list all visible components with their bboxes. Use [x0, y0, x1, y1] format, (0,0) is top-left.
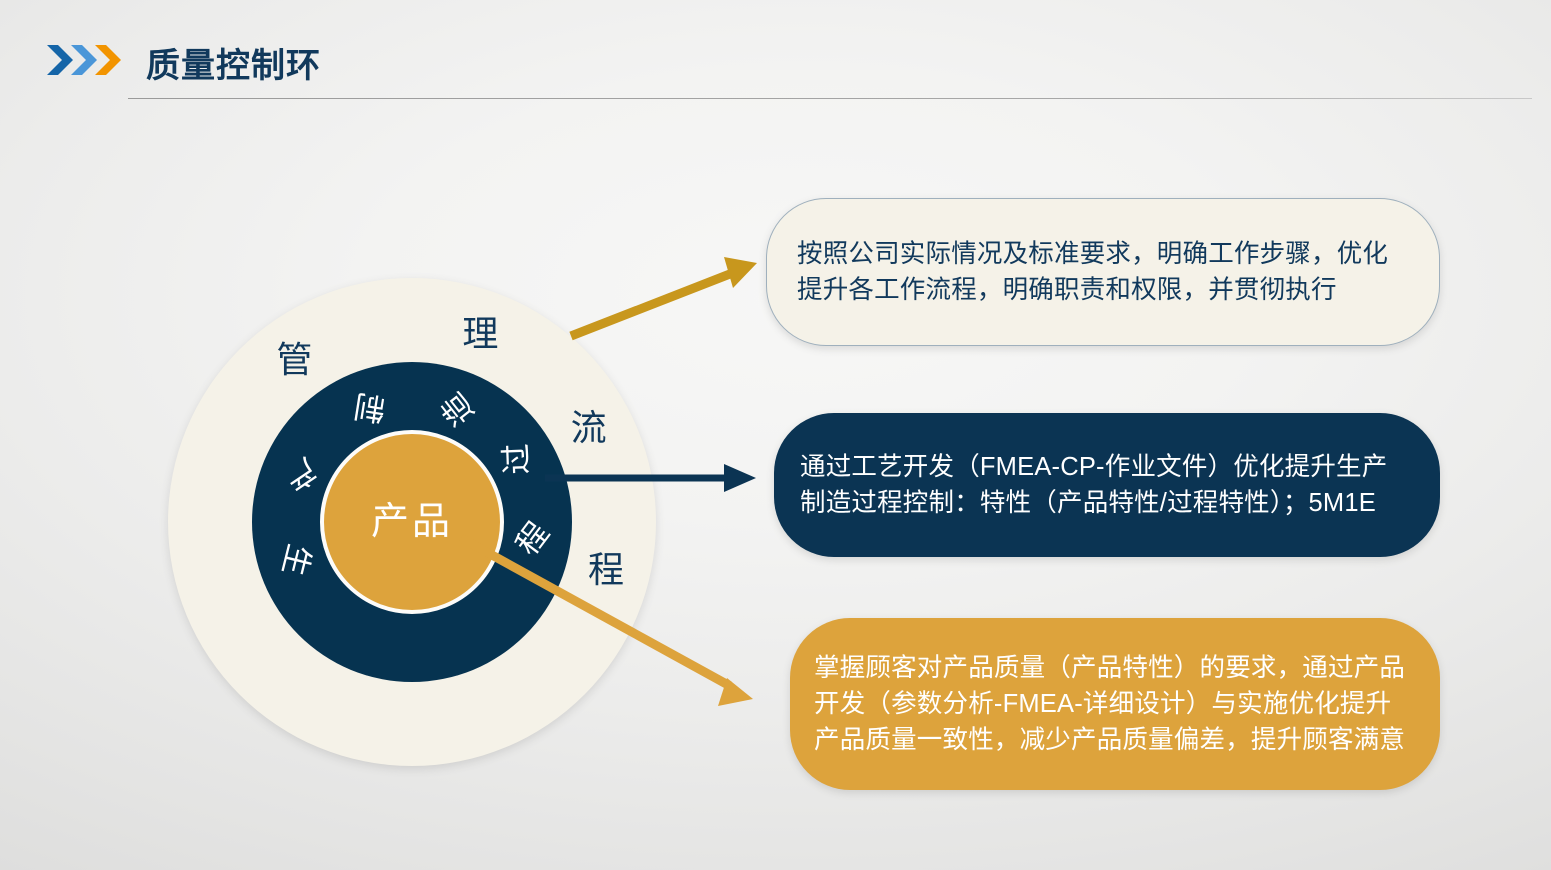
outer-ring-char-0: 管	[276, 339, 313, 381]
callout-product-quality-text: 掌握顾客对产品质量（产品特性）的要求，通过产品开发（参数分析-FMEA-详细设计…	[814, 653, 1406, 755]
inner-ring-char-1: 产	[277, 451, 323, 498]
callout-manufacturing-process-text: 通过工艺开发（FMEA-CP-作业文件）优化提升生产制造过程控制：特性（产品特性…	[800, 452, 1388, 517]
inner-ring-char-4: 过	[498, 443, 535, 476]
callout-manufacturing-process[interactable]: 通过工艺开发（FMEA-CP-作业文件）优化提升生产制造过程控制：特性（产品特性…	[774, 413, 1440, 557]
inner-ring-char-0: 生	[275, 540, 318, 580]
core-label: 产品	[370, 501, 453, 543]
inner-ring-char-3: 造	[433, 386, 481, 433]
callout-product-quality[interactable]: 掌握顾客对产品质量（产品特性）的要求，通过产品开发（参数分析-FMEA-详细设计…	[790, 618, 1440, 790]
inner-ring-char-2: 制	[352, 388, 389, 428]
callout-management-process[interactable]: 按照公司实际情况及标准要求，明确工作步骤，优化提升各工作流程，明确职责和权限，并…	[766, 198, 1440, 346]
outer-ring-char-3: 程	[588, 549, 625, 591]
title-divider	[128, 98, 1532, 99]
callout-management-process-text: 按照公司实际情况及标准要求，明确工作步骤，优化提升各工作流程，明确职责和权限，并…	[797, 239, 1389, 304]
inner-ring-char-5: 程	[509, 515, 556, 562]
page-title: 质量控制环	[146, 47, 321, 85]
page-header: 质量控制环	[0, 0, 1551, 110]
outer-ring-char-1: 理	[462, 313, 499, 355]
core-circle-product: 产品	[320, 430, 504, 614]
chevron-triple-icon	[46, 42, 124, 78]
quality-control-loop-diagram: 管 理流程 生 产制 造过程 产品	[168, 278, 656, 766]
outer-ring-char-2: 流	[570, 407, 607, 449]
